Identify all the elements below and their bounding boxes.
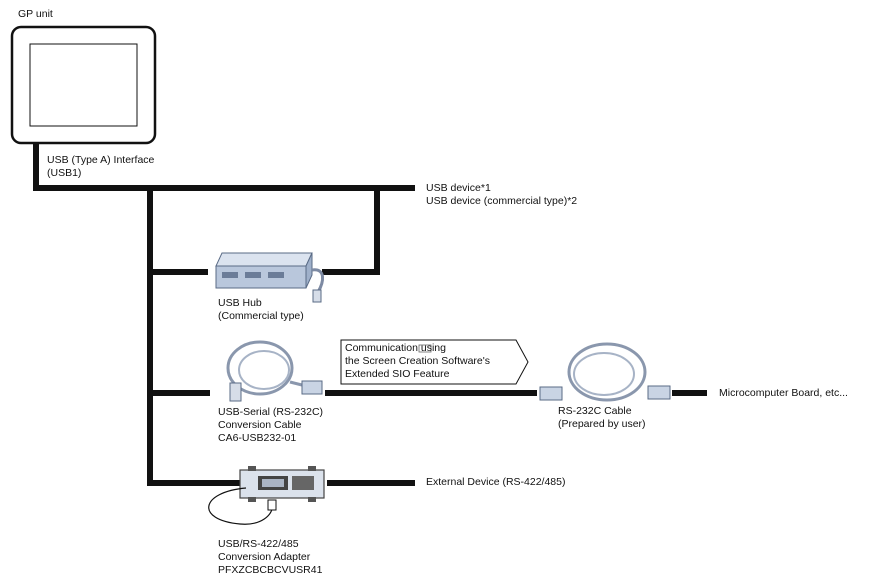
communication-note-line-3: Extended SIO Feature [345,368,450,380]
rs232c-line-1: RS-232C Cable [558,405,632,417]
microcomputer-text: Microcomputer Board, etc... [719,387,848,399]
rs232c-cable-device [539,342,671,402]
usb-hub-line-1: USB Hub [218,297,262,309]
communication-note-line-1: Communication using [345,342,446,354]
usb-rs422-adapter-label: USB/RS-422/485 Conversion Adapter PFXZCB… [218,538,322,577]
external-device-text: External Device (RS-422/485) [426,476,566,488]
rs232c-cable-label: RS-232C Cable (Prepared by user) [558,405,646,431]
usb-device-line-2: USB device (commercial type)*2 [426,195,578,207]
usb-hub-label: USB Hub (Commercial type) [218,297,304,323]
gp-unit-title: GP unit [18,8,53,20]
external-device-label: External Device (RS-422/485) [426,476,565,489]
usb-serial-line-2: Conversion Cable [218,419,302,431]
usb-serial-line-3: CA6-USB232-01 [218,432,297,444]
adapter-line-2: Conversion Adapter [218,551,311,563]
usb-interface-label: USB (Type A) Interface (USB1) [47,154,154,180]
usb-device-line-1: USB device*1 [426,182,491,194]
gp-unit-label: GP unit [18,8,53,21]
usb-hub-line-2: (Commercial type) [218,310,304,322]
adapter-line-3: PFXZCBCBCVUSR41 [218,564,323,576]
communication-note: Communication using the Screen Creation … [345,342,490,381]
usb-serial-cable-device [226,340,323,402]
gp-unit-device [10,25,157,145]
communication-arrow-box [340,339,529,385]
usb-hub-device [215,252,324,303]
usb-devices-label: USB device*1 USB device (commercial type… [426,182,577,208]
usb-cable-lines [33,143,707,486]
adapter-line-1: USB/RS-422/485 [218,538,299,550]
usb-rs422-adapter-device [208,466,325,525]
communication-note-line-2: the Screen Creation Software's [345,355,490,367]
small-tab-icon [418,344,432,353]
microcomputer-label: Microcomputer Board, etc... [719,387,848,400]
rs232c-line-2: (Prepared by user) [558,418,646,430]
usb-interface-line-2: (USB1) [47,167,82,179]
usb-interface-line-1: USB (Type A) Interface [47,154,155,166]
usb-serial-line-1: USB-Serial (RS-232C) [218,406,324,418]
usb-serial-cable-label: USB-Serial (RS-232C) Conversion Cable CA… [218,406,323,445]
